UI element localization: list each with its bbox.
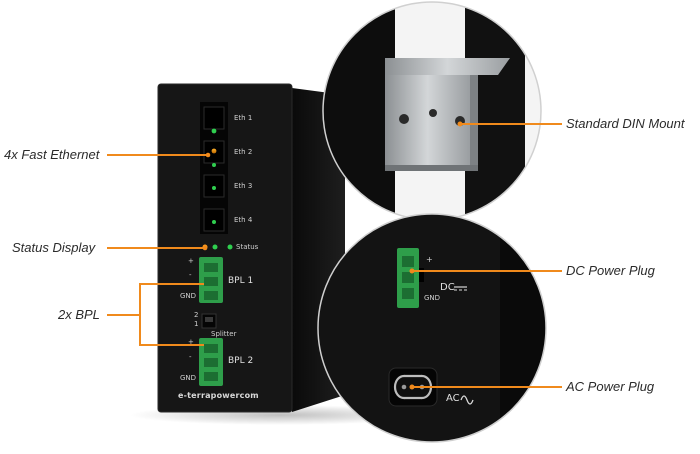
dc-gnd-label: GND bbox=[424, 294, 441, 302]
bpl1-label: BPL 1 bbox=[228, 276, 254, 286]
eth2-link-led bbox=[212, 163, 216, 167]
callout-lines bbox=[107, 123, 562, 388]
bpl2-minus-label: - bbox=[189, 353, 192, 361]
din-mount-zoom bbox=[322, 1, 542, 221]
din-mount-callout: Standard DIN Mount bbox=[566, 116, 685, 131]
bpl1-plus-label: + bbox=[188, 257, 194, 265]
bpl2-gnd-label: GND bbox=[180, 374, 197, 382]
dc-label: DC bbox=[440, 282, 455, 293]
splitter-label: Splitter bbox=[211, 330, 237, 338]
eth1-led bbox=[211, 128, 217, 134]
eth2-label: Eth 2 bbox=[234, 148, 253, 156]
bpl2-label: BPL 2 bbox=[228, 356, 254, 366]
bpl1-minus-label: - bbox=[189, 271, 192, 279]
splitter-2-label: 2 bbox=[194, 311, 199, 319]
ac-plug-callout: AC Power Plug bbox=[566, 379, 655, 394]
fast-ethernet-callout: 4x Fast Ethernet bbox=[4, 147, 100, 162]
dc-plug-callout: DC Power Plug bbox=[566, 263, 655, 278]
dc-plus-label: + bbox=[426, 255, 433, 264]
eth4-label: Eth 4 bbox=[234, 216, 253, 224]
splitter-1-label: 1 bbox=[194, 320, 199, 328]
status-led-2 bbox=[212, 244, 218, 250]
eth3-led bbox=[212, 186, 216, 190]
eth2-led bbox=[211, 148, 217, 154]
status-label: Status bbox=[236, 243, 259, 251]
bpl2-plus-label: + bbox=[188, 338, 194, 346]
status-led-3 bbox=[227, 244, 233, 250]
bpl1-gnd-label: GND bbox=[180, 292, 197, 300]
eth4-led bbox=[212, 220, 216, 224]
ac-label: AC bbox=[446, 393, 460, 404]
eth3-label: Eth 3 bbox=[234, 182, 253, 190]
status-display-callout: Status Display bbox=[12, 240, 96, 255]
eth1-label: Eth 1 bbox=[234, 114, 253, 122]
brand-logo: e-terrapowercom bbox=[178, 391, 259, 400]
bpl-callout: 2x BPL bbox=[58, 307, 100, 322]
device-front bbox=[158, 84, 292, 412]
